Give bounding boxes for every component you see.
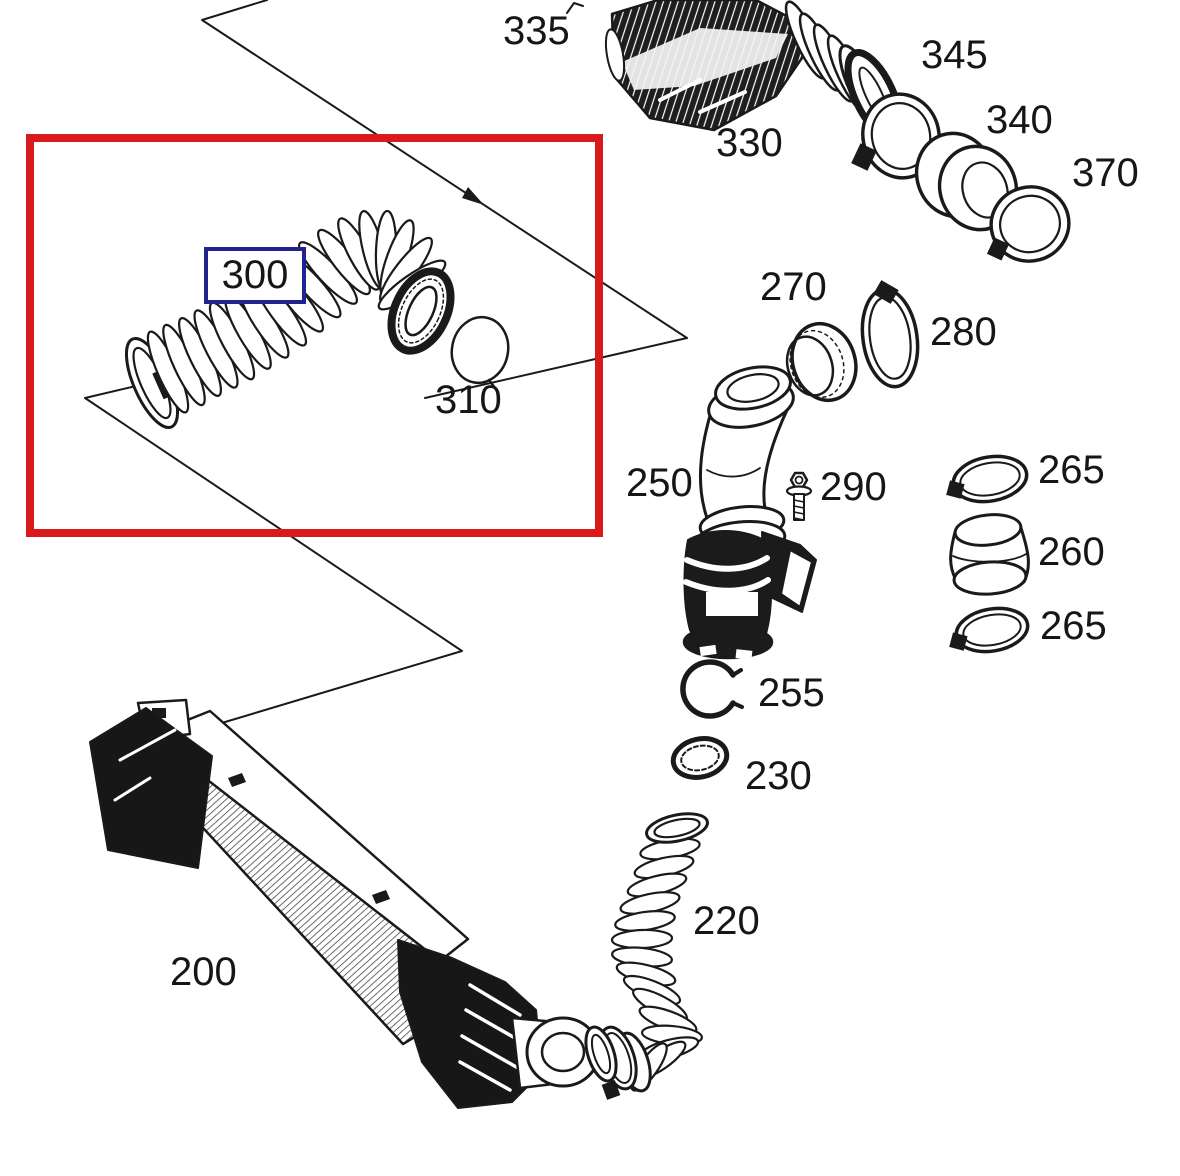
hose-clamp-265-bottom (949, 606, 1030, 654)
callout-370[interactable]: 370 (1072, 151, 1139, 195)
charge-air-pipe-250 (682, 365, 817, 660)
hose-220-top-opening (645, 812, 709, 844)
callout-230[interactable]: 230 (745, 754, 812, 798)
hose-clamp-370 (986, 185, 1071, 263)
callout-270[interactable]: 270 (760, 265, 827, 309)
hose-clamp-280 (860, 280, 920, 389)
clamp-280-screw (873, 280, 899, 304)
intercooler-left-endtank (89, 707, 213, 869)
clamp-345-screw (851, 143, 877, 171)
callout-300[interactable]: 300 (221, 253, 289, 297)
hose-clamp-265-top (946, 454, 1029, 504)
o-ring-230 (670, 736, 730, 780)
projection-plane-lines (84, 0, 688, 729)
selected-part-label-box[interactable]: 300 (204, 247, 306, 304)
highlight-box-red (26, 134, 603, 537)
callout-260[interactable]: 260 (1038, 530, 1105, 574)
seal-ring-310 (450, 315, 510, 394)
callout-340[interactable]: 340 (986, 98, 1053, 142)
direction-arrowhead (462, 187, 484, 205)
rubber-sleeve-260 (949, 513, 1030, 596)
callout-200[interactable]: 200 (170, 950, 237, 994)
intercooler-200 (89, 698, 601, 1109)
callout-290[interactable]: 290 (820, 465, 887, 509)
callout-265-bottom[interactable]: 265 (1040, 604, 1107, 648)
callout-220[interactable]: 220 (693, 899, 760, 943)
callout-280[interactable]: 280 (930, 310, 997, 354)
callout-345[interactable]: 345 (921, 33, 988, 77)
clamp-370-screw (986, 237, 1010, 261)
charge-air-hose-220 (584, 812, 709, 1100)
bolt-290 (785, 471, 813, 521)
snap-ring-255 (680, 659, 744, 719)
callout-255[interactable]: 255 (758, 671, 825, 715)
callout-310[interactable]: 310 (435, 378, 502, 422)
callout-335[interactable]: 335 (503, 9, 570, 53)
callout-330[interactable]: 330 (716, 121, 783, 165)
callout-250[interactable]: 250 (626, 461, 693, 505)
connector-sleeve-270 (785, 321, 858, 403)
callout-265-top[interactable]: 265 (1038, 448, 1105, 492)
